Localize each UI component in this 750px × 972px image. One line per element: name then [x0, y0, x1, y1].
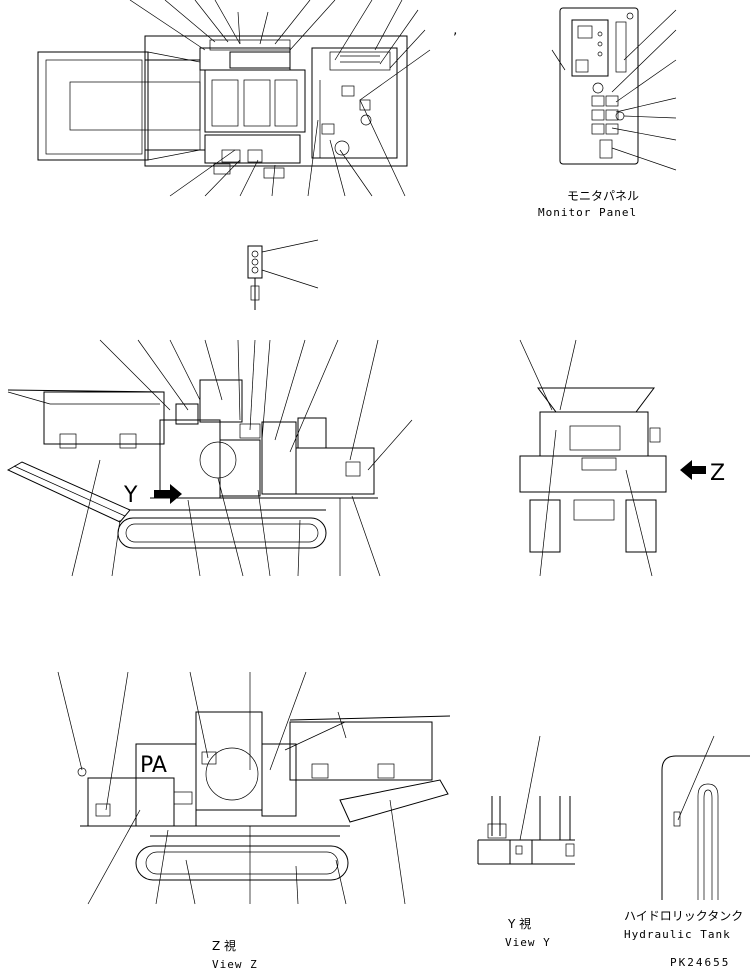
view-y-label-en: View Y: [505, 936, 551, 949]
view-y: Y 視 View Y: [477, 735, 575, 949]
side-view: Y: [6, 339, 413, 577]
hydraulic-tank-label-en: Hydraulic Tank: [624, 928, 731, 941]
hydraulic-tank-view: ハイドロリックタンク Hydraulic Tank: [624, 735, 750, 941]
marker-y: Y: [123, 483, 138, 508]
arrow-z-icon: [680, 460, 706, 480]
top-plan-view: ,: [37, 0, 460, 197]
arrow-y-icon: [154, 484, 182, 504]
part-code: PK24655: [670, 956, 730, 969]
monitor-panel-figure: モニタパネル Monitor Panel: [538, 7, 677, 219]
hydraulic-tank-label-jp: ハイドロリックタンク: [624, 909, 743, 923]
view-z-label-en: View Z: [212, 958, 258, 971]
view-z: PA Z 視 View Z: [57, 671, 451, 971]
front-view: Z: [519, 339, 725, 577]
lamp-detail: [247, 239, 319, 310]
view-y-label-jp: Y 視: [507, 916, 531, 931]
view-z-label-jp: Z 視: [212, 938, 236, 953]
monitor-panel-label-jp: モニタパネル: [567, 189, 639, 203]
stray-comma: ,: [452, 24, 460, 37]
monitor-panel-label-en: Monitor Panel: [538, 206, 637, 219]
marker-z: Z: [710, 461, 725, 486]
plate-letters: PA: [140, 753, 167, 778]
